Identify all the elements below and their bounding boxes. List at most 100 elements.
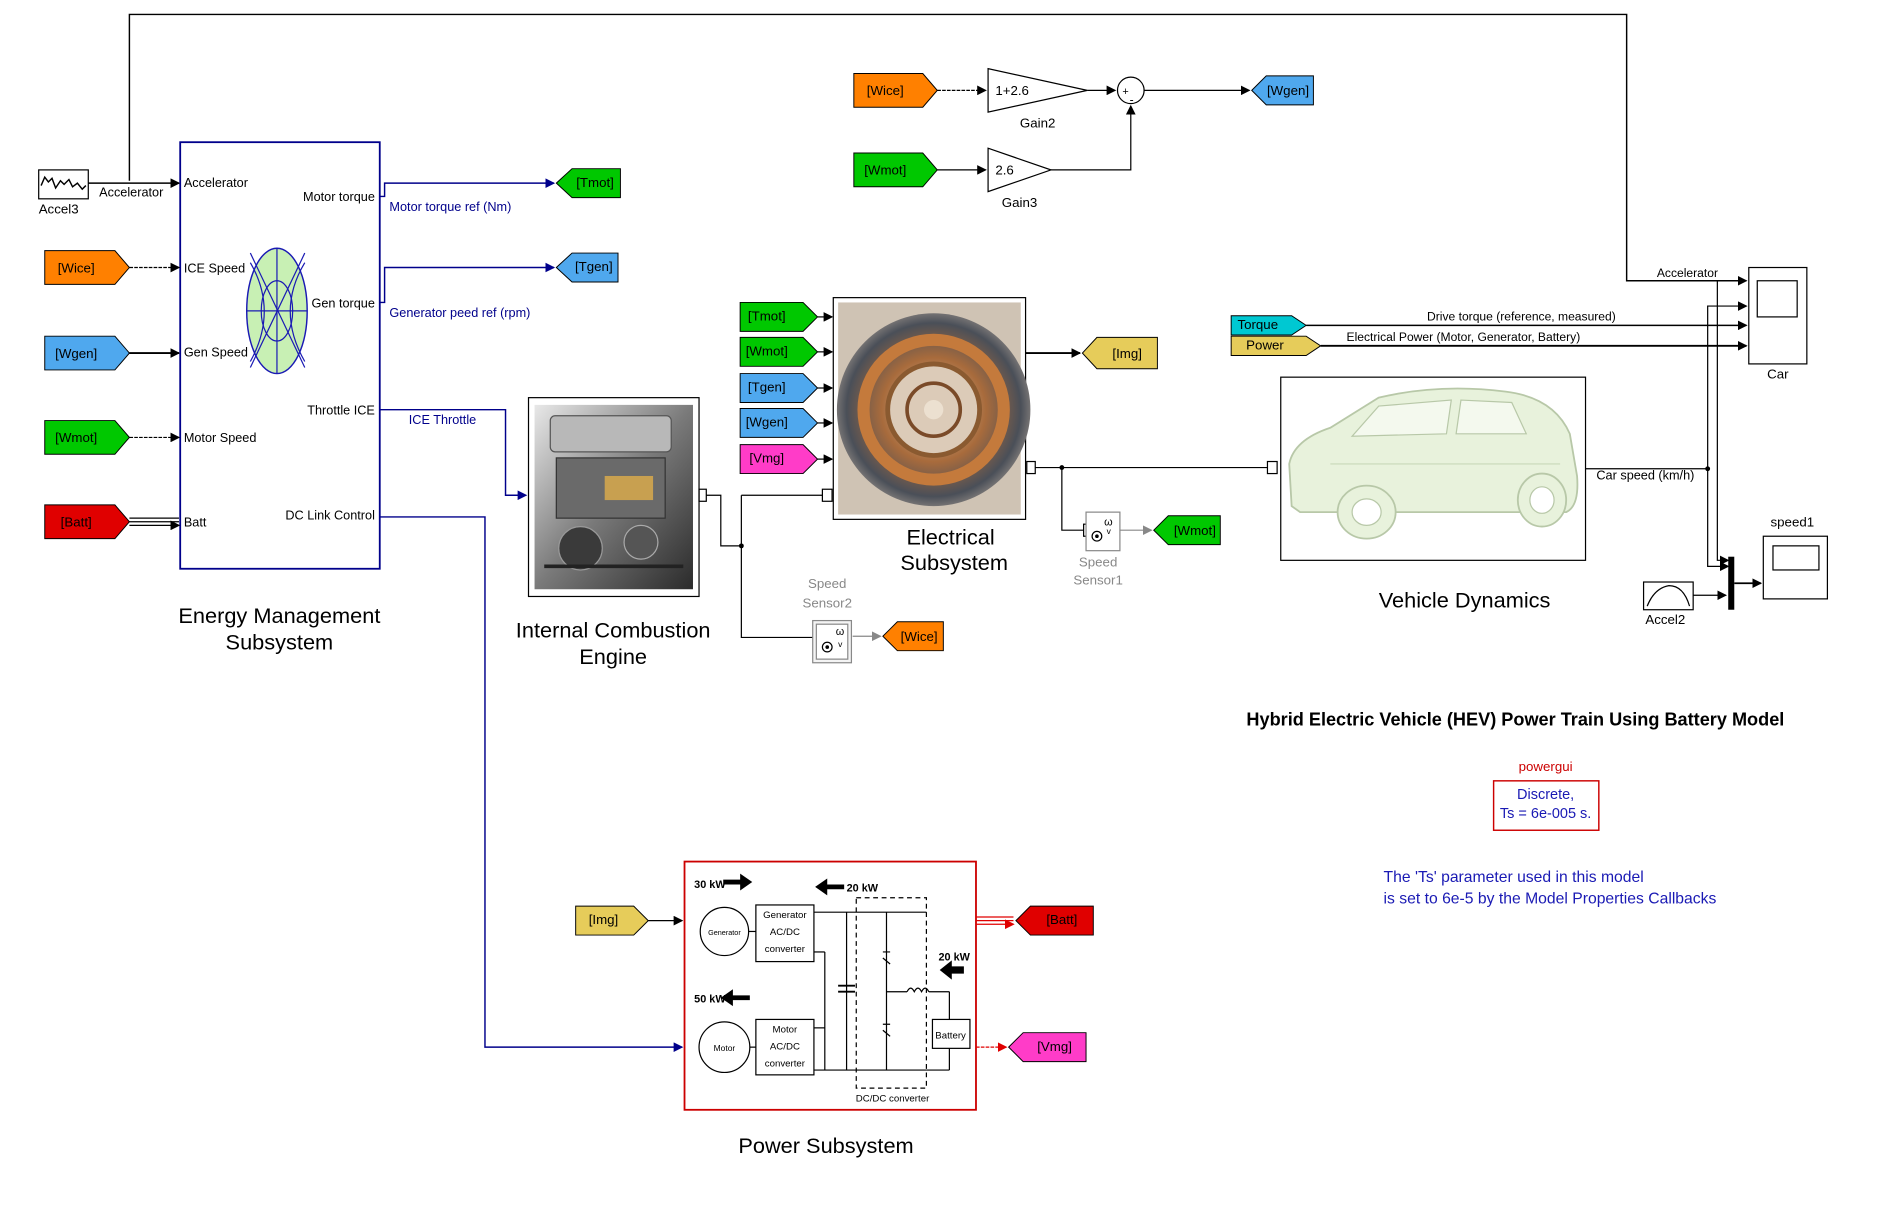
car-scope-block[interactable] [1748, 266, 1808, 365]
vehicle-dynamics-block[interactable] [1280, 376, 1587, 561]
tag-wmot-in[interactable]: [Wmot] [739, 336, 819, 367]
svg-text:[Wgen]: [Wgen] [55, 346, 97, 361]
power-subsystem-block[interactable]: 30 kW 20 kW Generator Generator AC/DC co… [683, 860, 977, 1111]
speed-sensor2-label1: Speed [808, 576, 846, 591]
tag-img-in[interactable]: [Img] [575, 905, 649, 936]
tag-wice-sensor[interactable]: [Wice] [882, 621, 944, 652]
svg-text:Battery: Battery [935, 1031, 966, 1042]
svg-text:Ts = 6e-005 s.: Ts = 6e-005 s. [1500, 806, 1591, 822]
svg-text:Torque: Torque [1237, 317, 1278, 332]
tag-wice-top[interactable]: [Wice] [853, 73, 938, 108]
svg-text:v: v [838, 639, 843, 649]
tag-vmg-in[interactable]: [Vmg] [739, 444, 819, 475]
tag-wgen-in[interactable]: [Wgen] [739, 408, 819, 438]
accel-profile-icon [1646, 585, 1691, 607]
tag-batt-out[interactable]: [Batt] [1015, 905, 1094, 936]
svg-text:[Tgen]: [Tgen] [575, 259, 613, 274]
svg-text:[Tmot]: [Tmot] [576, 175, 614, 190]
gen-speed-ref-label: Generator peed ref (rpm) [389, 306, 530, 320]
svg-text:DC/DC converter: DC/DC converter [856, 1093, 930, 1104]
gain3-block[interactable]: 2.6 [987, 147, 1053, 193]
electrical-title-line1: Electrical [906, 525, 994, 550]
svg-text:-: - [1130, 93, 1134, 107]
power-subsystem-title: Power Subsystem [738, 1133, 913, 1158]
svg-text:AC/DC: AC/DC [770, 927, 800, 938]
diagram-title: Hybrid Electric Vehicle (HEV) Power Trai… [1246, 709, 1784, 729]
svg-text:[Wmot]: [Wmot] [746, 343, 788, 358]
speed-sensor2-label2: Sensor2 [802, 595, 852, 610]
svg-text:[Batt]: [Batt] [1046, 912, 1077, 927]
speed1-scope-block[interactable] [1762, 535, 1829, 600]
electrical-title-line2: Subsystem [900, 550, 1008, 575]
electrical-subsystem-block[interactable] [832, 297, 1031, 520]
accel3-block[interactable] [38, 169, 89, 200]
svg-text:Generator: Generator [708, 928, 741, 937]
tag-torque[interactable]: Torque [1230, 315, 1308, 336]
tag-wgen-left[interactable]: [Wgen] [44, 335, 131, 371]
accel2-label: Accel2 [1645, 612, 1685, 627]
svg-text:[Tmot]: [Tmot] [748, 309, 786, 324]
accel3-label: Accel3 [39, 201, 79, 216]
vehicle-title: Vehicle Dynamics [1379, 587, 1551, 612]
tag-img-out[interactable]: [Img] [1081, 336, 1158, 370]
accelerator-loop-line [128, 13, 1748, 286]
energy-management-block[interactable]: Accelerator ICE Speed Gen Speed Motor Sp… [179, 141, 381, 570]
svg-text:[Tgen]: [Tgen] [748, 380, 786, 395]
tag-wmot-left[interactable]: [Wmot] [44, 420, 131, 455]
svg-text:20 kW: 20 kW [847, 883, 879, 895]
drive-torque-label: Drive torque (reference, measured) [1427, 310, 1616, 324]
tag-tgen-out[interactable]: [Tgen] [555, 252, 619, 283]
svg-text:[Wgen]: [Wgen] [746, 415, 788, 430]
port-accelerator: Accelerator [184, 176, 248, 190]
tag-tmot-in[interactable]: [Tmot] [739, 301, 819, 332]
gain3-label: Gain3 [1002, 195, 1037, 210]
tag-wgen-top[interactable]: [Wgen] [1251, 75, 1314, 106]
tag-tgen-in[interactable]: [Tgen] [739, 373, 819, 403]
svg-text:converter: converter [765, 944, 806, 955]
speed-sensor1-label2: Sensor1 [1073, 572, 1123, 587]
speed-sensor2-block[interactable]: ω v [812, 619, 853, 664]
svg-text:ω: ω [836, 626, 845, 638]
svg-text:ω: ω [1104, 516, 1113, 528]
gain2-label: Gain2 [1020, 116, 1055, 131]
svg-text:2.6: 2.6 [995, 163, 1013, 178]
engine-image-icon [534, 404, 693, 590]
svg-text:[Wmot]: [Wmot] [1174, 523, 1216, 538]
electrical-power-label: Electrical Power (Motor, Generator, Batt… [1347, 330, 1581, 344]
tag-batt-left[interactable]: [Batt] [44, 504, 131, 540]
svg-text:20 kW: 20 kW [938, 951, 970, 963]
svg-text:Generator: Generator [763, 910, 807, 921]
accel2-block[interactable] [1642, 581, 1694, 611]
svg-text:[Vmg]: [Vmg] [749, 451, 784, 466]
mux-block[interactable] [1728, 556, 1735, 610]
ice-title-line2: Engine [579, 644, 647, 669]
chart-icon [245, 247, 308, 375]
svg-text:[Batt]: [Batt] [61, 515, 92, 530]
tag-wice-left[interactable]: [Wice] [44, 250, 131, 285]
speed-sensor1-label1: Speed [1079, 554, 1117, 569]
accel3-line-label: Accelerator [99, 185, 163, 199]
powergui-block[interactable]: Discrete, Ts = 6e-005 s. [1492, 780, 1600, 831]
port-ice-speed: ICE Speed [184, 261, 245, 275]
ice-title-line1: Internal Combustion [516, 617, 711, 642]
sum-block[interactable]: + - [1116, 76, 1145, 107]
svg-text:30 kW: 30 kW [694, 879, 726, 891]
signal-waveform-icon [40, 175, 87, 191]
tag-tmot-out[interactable]: [Tmot] [555, 168, 621, 199]
port-gen-speed: Gen Speed [184, 346, 248, 360]
svg-text:[Wice]: [Wice] [58, 260, 95, 275]
tag-wmot-top[interactable]: [Wmot] [853, 152, 938, 188]
note-line2: is set to 6e-5 by the Model Properties C… [1384, 891, 1717, 908]
tag-power[interactable]: Power [1230, 335, 1322, 356]
power-schematic-icon: 30 kW 20 kW Generator Generator AC/DC co… [694, 873, 971, 1104]
svg-text:[Img]: [Img] [589, 912, 619, 927]
tag-wmot-sensor[interactable]: [Wmot] [1153, 515, 1221, 546]
ice-block[interactable] [527, 397, 700, 598]
speed1-scope-label: speed1 [1771, 515, 1815, 530]
accelerator-signal-label: Accelerator [1657, 266, 1718, 280]
gain2-block[interactable]: 1+2.6 [987, 67, 1088, 113]
speed-sensor1-block[interactable]: ω v [1085, 511, 1121, 552]
tag-vmg-out[interactable]: [Vmg] [1007, 1032, 1087, 1063]
